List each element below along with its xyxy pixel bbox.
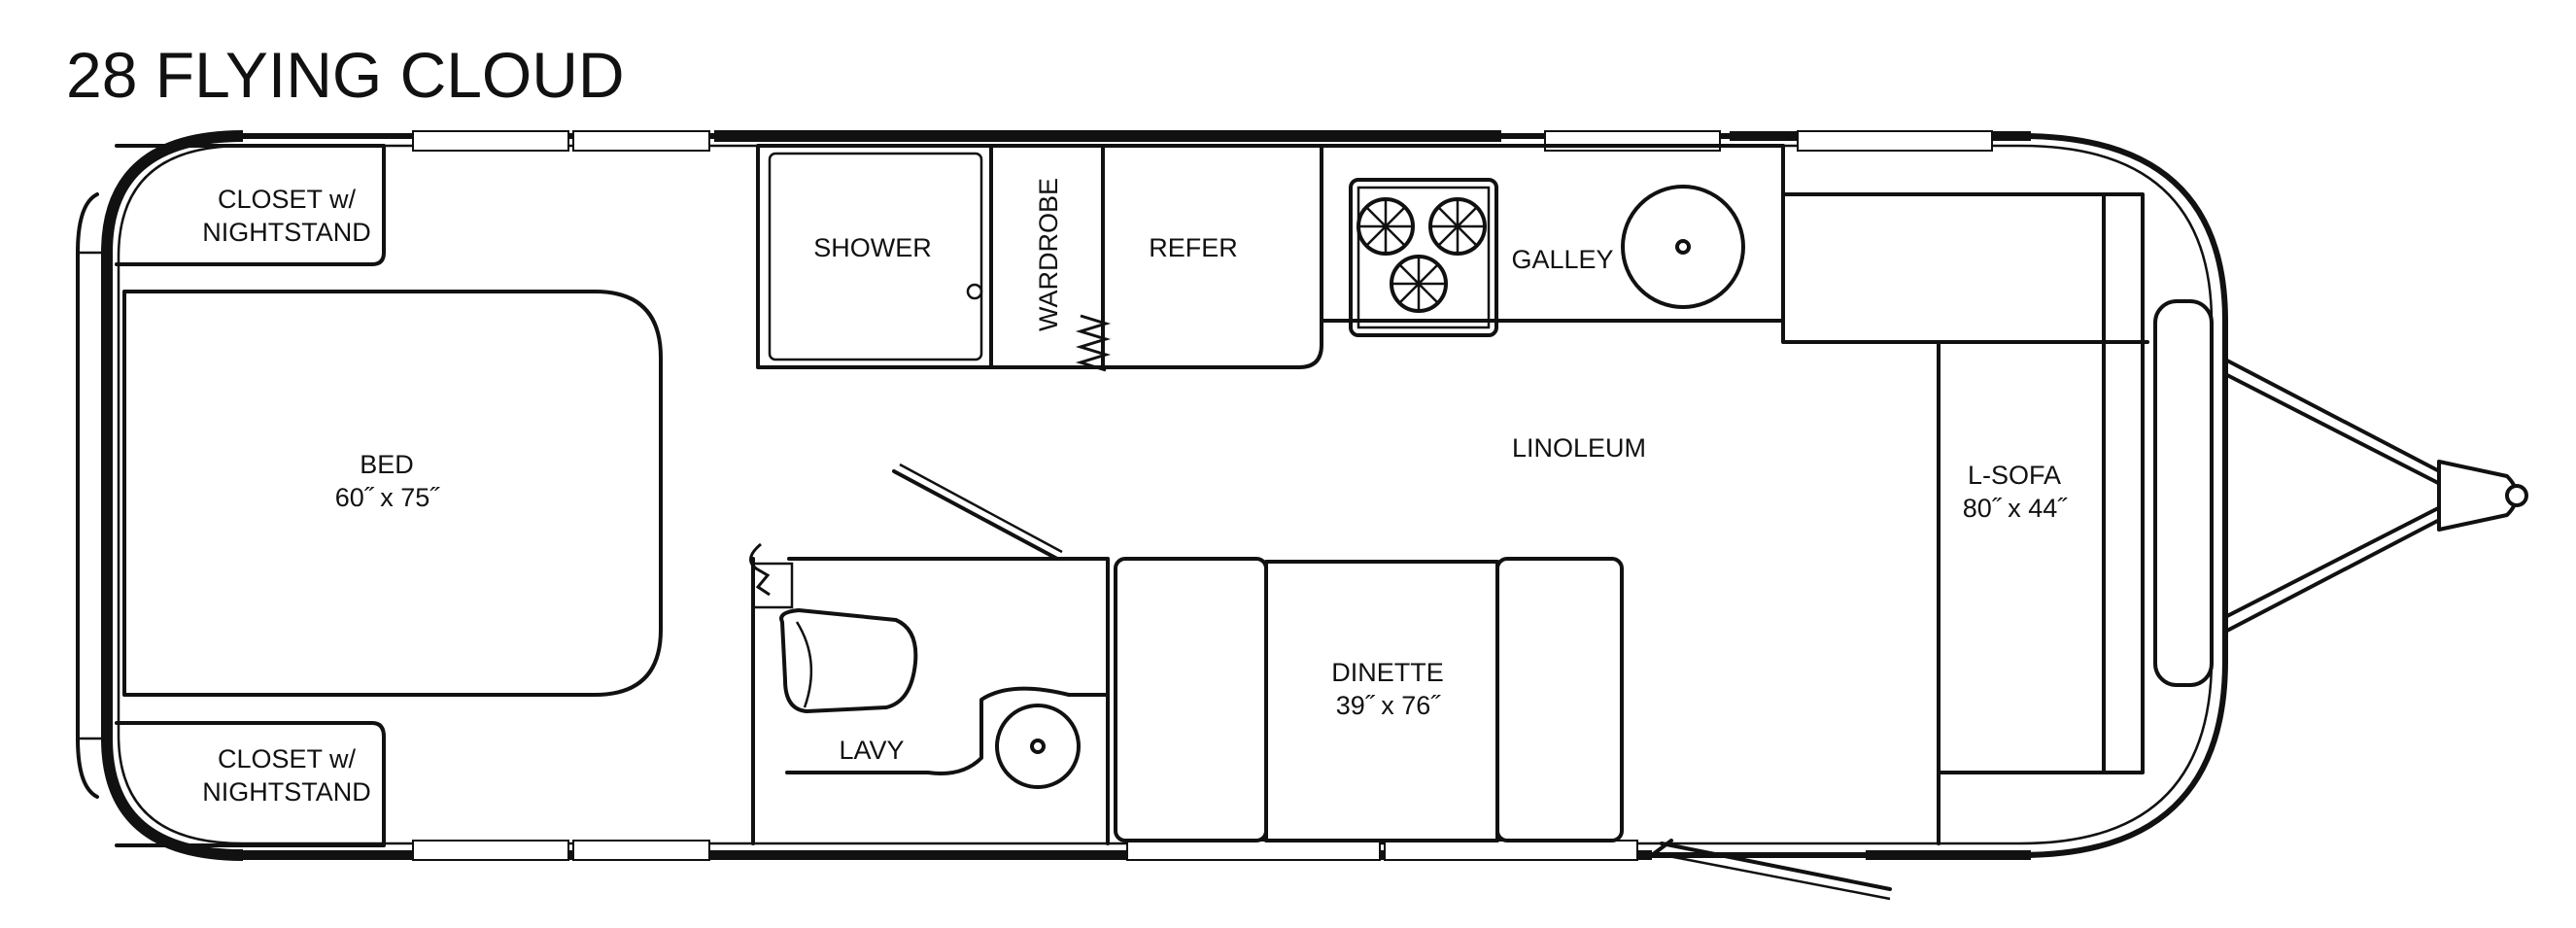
burner-icon (1357, 197, 1415, 256)
toilet-icon (779, 608, 918, 713)
wardrobe-label: WARDROBE (1034, 178, 1063, 331)
trailer-shell (76, 130, 2228, 861)
lavy: LAVY (749, 542, 1110, 845)
closet-top-label-1: CLOSET w/ (218, 185, 357, 214)
burner-icon (1390, 255, 1448, 313)
dinette: DINETTE 39˝ x 76˝ (1114, 557, 1624, 842)
galley: GALLEY (1320, 144, 1785, 337)
dinette-label: DINETTE (1331, 658, 1444, 687)
sink-icon (995, 704, 1081, 789)
closet-top: CLOSET w/ NIGHTSTAND (115, 144, 386, 266)
bed: BED 60˝ x 75˝ (122, 290, 663, 697)
refer-label: REFER (1149, 233, 1238, 262)
galley-label: GALLEY (1511, 245, 1613, 274)
hitch-tongue (2153, 299, 2528, 687)
l-sofa: L-SOFA 80˝ x 44˝ (1781, 144, 2149, 845)
entry-door (1650, 839, 1892, 901)
shower: SHOWER (756, 144, 993, 369)
closet-top-label-2: NIGHTSTAND (202, 218, 371, 247)
l-sofa-label: L-SOFA (1968, 461, 2061, 490)
shower-label: SHOWER (813, 233, 932, 262)
refer: REFER (1101, 144, 1323, 369)
wardrobe: WARDROBE (989, 144, 1112, 372)
dinette-size: 39˝ x 76˝ (1336, 691, 1442, 720)
lavy-label: LAVY (839, 736, 904, 765)
linoleum-label: LINOLEUM (1512, 433, 1646, 463)
burner-icon (1428, 197, 1487, 256)
lavy-door (892, 463, 1063, 561)
closet-bottom-label-1: CLOSET w/ (218, 744, 357, 773)
l-sofa-size: 80˝ x 44˝ (1963, 494, 2069, 523)
closet-bottom: CLOSET w/ NIGHTSTAND (115, 721, 386, 847)
model-title: 28 FLYING CLOUD (66, 39, 625, 111)
sink-icon (1621, 185, 1745, 309)
closet-bottom-label-2: NIGHTSTAND (202, 777, 371, 807)
bed-label: BED (360, 450, 414, 479)
bed-size: 60˝ x 75˝ (335, 483, 441, 512)
